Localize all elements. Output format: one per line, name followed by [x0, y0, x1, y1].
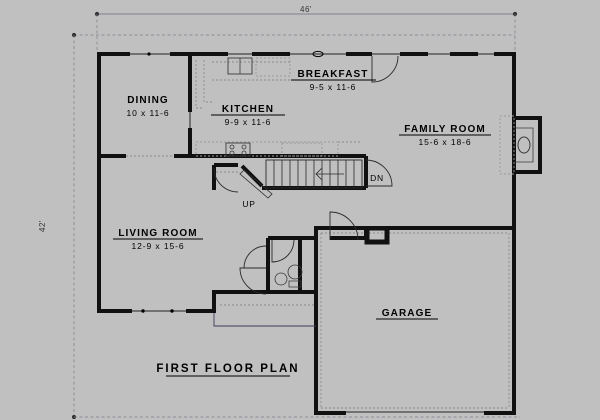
overall-depth-dimension: 42' — [38, 220, 47, 232]
overall-width-dimension: 46' — [300, 5, 312, 14]
exterior-walls — [97, 50, 516, 313]
room-labels: DINING 10 x 11-6 KITCHEN 9-9 x 11-6 BREA… — [113, 69, 491, 320]
staircase — [213, 159, 393, 199]
family-room-name: FAMILY ROOM — [404, 124, 486, 135]
breakfast-name: BREAKFAST — [297, 69, 368, 80]
family-fireplace-icon — [499, 115, 542, 175]
stair-down-label: DN — [370, 173, 384, 183]
front-stoop-outline — [213, 300, 316, 327]
plan-title: FIRST FLOOR PLAN — [156, 363, 299, 377]
breakfast-dimensions: 9-5 x 11-6 — [310, 82, 357, 92]
bath-lavatory-icon — [274, 272, 288, 286]
room-label-garage: GARAGE — [376, 308, 438, 320]
room-label-kitchen: KITCHEN 9-9 x 11-6 — [211, 104, 285, 127]
bath-toilet-icon — [287, 264, 303, 288]
kitchen-cooktop-icon — [225, 142, 251, 157]
bathroom-fixtures — [274, 264, 303, 288]
kitchen-fixtures — [195, 57, 360, 157]
kitchen-dimensions: 9-9 x 11-6 — [225, 117, 272, 127]
family-room-dimensions: 15-6 x 18-6 — [419, 137, 472, 147]
room-label-dining: DINING 10 x 11-6 — [127, 95, 170, 118]
garage-outline — [314, 226, 516, 415]
stair-up-label: UP — [242, 199, 255, 209]
dining-room-dimensions: 10 x 11-6 — [127, 108, 170, 118]
plan-title-text: FIRST FLOOR PLAN — [156, 363, 299, 375]
door-swings — [239, 55, 399, 295]
living-room-dimensions: 12-9 x 15-6 — [132, 241, 185, 251]
living-room-name: LIVING ROOM — [118, 228, 197, 239]
kitchen-sink-icon — [227, 57, 253, 75]
room-label-living-room: LIVING ROOM 12-9 x 15-6 — [113, 228, 203, 251]
dimension-lines — [71, 11, 520, 420]
room-label-breakfast: BREAKFAST 9-5 x 11-6 — [291, 69, 376, 92]
garage-name: GARAGE — [382, 308, 433, 319]
dining-room-name: DINING — [127, 95, 169, 106]
kitchen-name: KITCHEN — [222, 104, 274, 115]
room-label-family-room: FAMILY ROOM 15-6 x 18-6 — [399, 124, 491, 147]
